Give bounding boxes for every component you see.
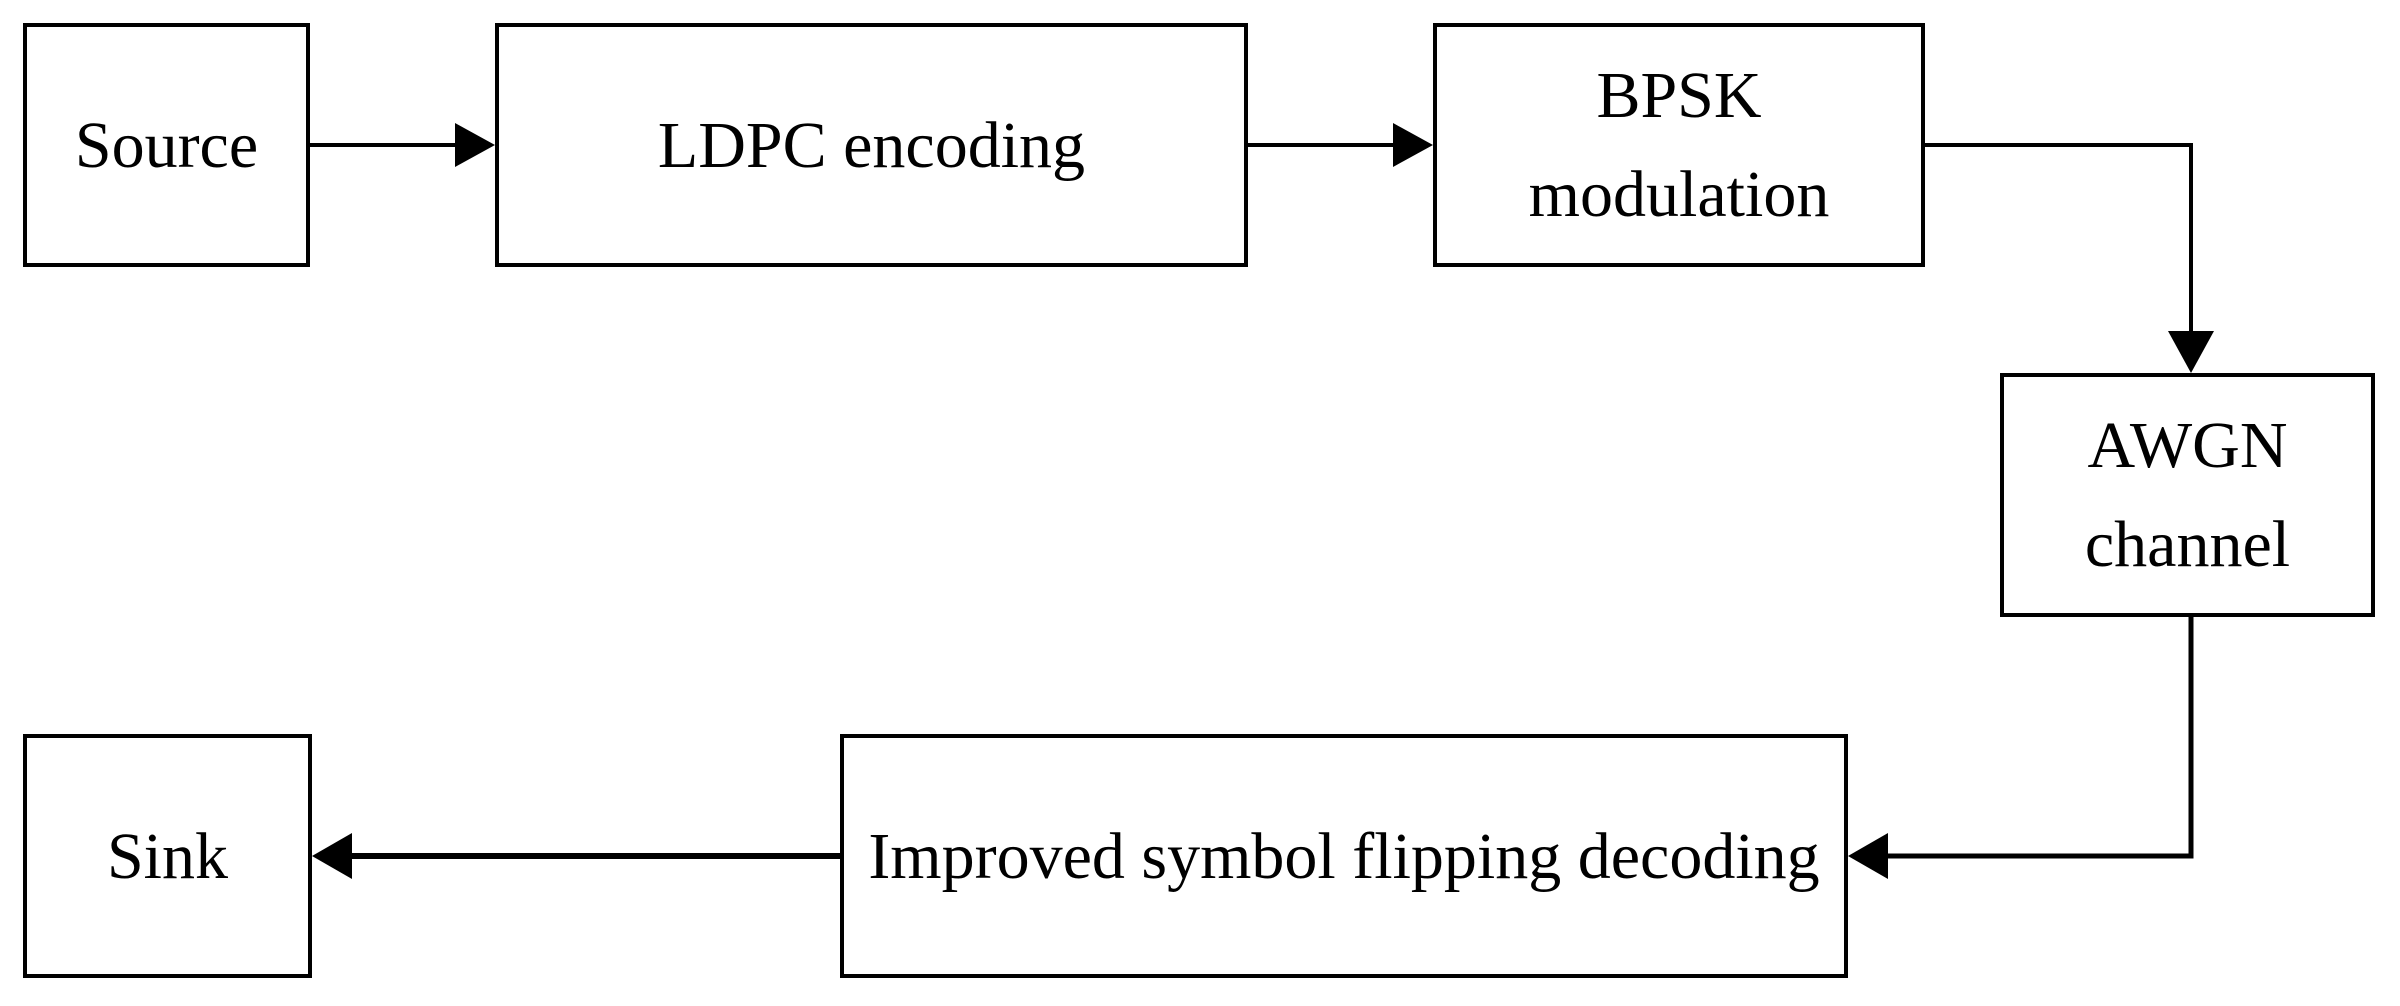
arrow-bpsk-to-awgn [1925,143,2214,373]
arrow-source-to-ldpc [310,123,495,167]
node-awgn-channel-label: AWGN channel [2084,409,2291,581]
node-source: Source [23,23,310,267]
node-sink: Sink [23,734,312,978]
arrow-ldpc-to-bpsk [1248,123,1433,167]
node-improved-symbol-flipping-decoding-label: Improved symbol flipping decoding [868,819,1820,893]
node-bpsk-modulation: BPSK modulation [1433,23,1925,267]
node-improved-symbol-flipping-decoding: Improved symbol flipping decoding [840,734,1848,978]
node-bpsk-modulation-label: BPSK modulation [1528,59,1830,231]
node-ldpc-encoding-label: LDPC encoding [657,108,1086,182]
node-source-label: Source [74,108,259,182]
arrow-decoder-to-sink [312,833,840,879]
node-sink-label: Sink [106,819,229,893]
arrow-awgn-to-decoder [1848,617,2194,879]
node-ldpc-encoding: LDPC encoding [495,23,1248,267]
node-awgn-channel: AWGN channel [2000,373,2375,617]
